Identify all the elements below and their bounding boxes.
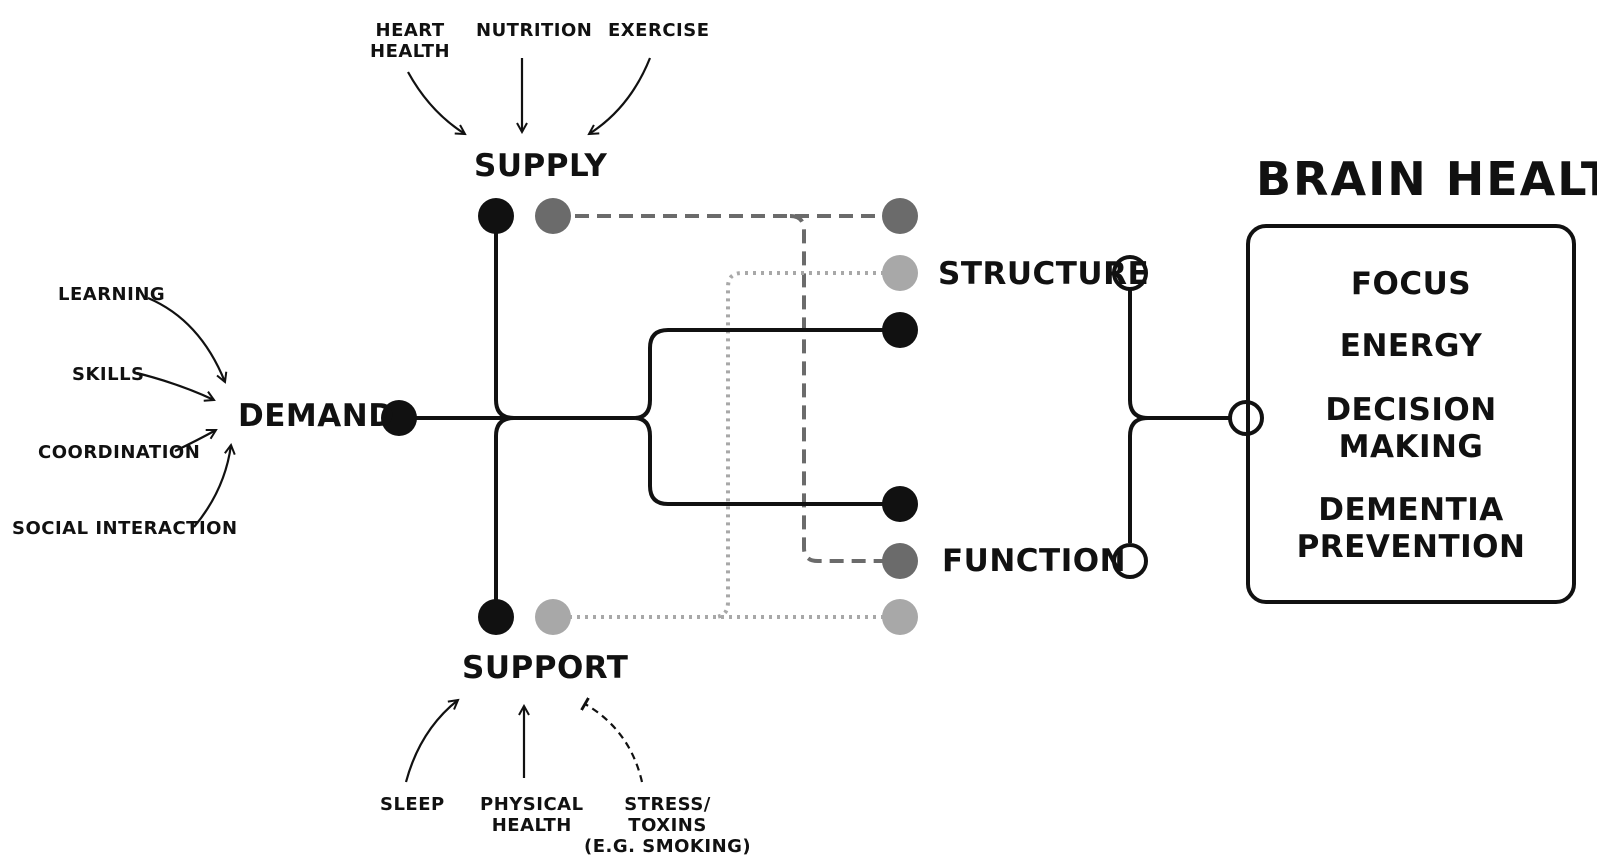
demand-node bbox=[381, 400, 417, 436]
arrow-sleep bbox=[404, 700, 458, 783]
supply-dashed-line bbox=[553, 214, 900, 563]
arrow-coordination bbox=[174, 430, 216, 452]
structure-black-node bbox=[882, 312, 918, 348]
structure-label: STRUCTURE bbox=[938, 256, 1150, 292]
energy-label: ENERGY bbox=[1339, 328, 1483, 364]
inhibit-stress-toxins bbox=[580, 697, 644, 783]
brain-health-box bbox=[1246, 224, 1576, 604]
function-label: FUNCTION bbox=[942, 543, 1127, 579]
dementia-prevention-label: DEMENTIA PREVENTION bbox=[1296, 492, 1526, 565]
coordination-label: COORDINATION bbox=[38, 442, 201, 463]
focus-label: FOCUS bbox=[1350, 266, 1472, 302]
supply-label: SUPPLY bbox=[474, 148, 608, 184]
function-open-node bbox=[1112, 543, 1148, 579]
structure-lightgray-node bbox=[882, 255, 918, 291]
structure-open-node bbox=[1112, 255, 1148, 291]
nutrition-label: NUTRITION bbox=[476, 20, 593, 41]
stress-toxins-label: STRESS/ TOXINS (E.G. SMOKING) bbox=[584, 794, 752, 857]
sleep-label: SLEEP bbox=[380, 794, 445, 815]
supply-gray-node bbox=[535, 198, 571, 234]
arrow-social-interaction bbox=[193, 445, 231, 528]
arrow-heart-health bbox=[407, 71, 465, 134]
function-lightgray-node bbox=[882, 599, 918, 635]
outcome-connector bbox=[1128, 286, 1246, 543]
exercise-label: EXERCISE bbox=[608, 20, 710, 41]
support-node bbox=[478, 599, 514, 635]
function-gray-node bbox=[882, 543, 918, 579]
supply-node bbox=[478, 198, 514, 234]
arrow-learning bbox=[147, 296, 225, 382]
arrow-exercise bbox=[589, 57, 652, 134]
main-network-lines bbox=[397, 216, 898, 604]
brain-health-title: BRAIN HEALTH bbox=[1256, 152, 1597, 206]
decision-making-label: DECISION MAKING bbox=[1325, 392, 1497, 465]
demand-label: DEMAND bbox=[238, 398, 395, 434]
support-dotted-line bbox=[553, 271, 900, 619]
function-black-node bbox=[882, 486, 918, 522]
learning-label: LEARNING bbox=[58, 284, 166, 305]
heart-health-label: HEART HEALTH bbox=[370, 20, 451, 62]
structure-gray-node bbox=[882, 198, 918, 234]
social-interaction-label: SOCIAL INTERACTION bbox=[12, 518, 238, 539]
arrow-skills bbox=[136, 371, 214, 400]
support-lightgray-node bbox=[535, 599, 571, 635]
skills-label: SKILLS bbox=[72, 364, 145, 385]
support-label: SUPPORT bbox=[462, 650, 629, 686]
physical-health-label: PHYSICAL HEALTH bbox=[480, 794, 584, 836]
